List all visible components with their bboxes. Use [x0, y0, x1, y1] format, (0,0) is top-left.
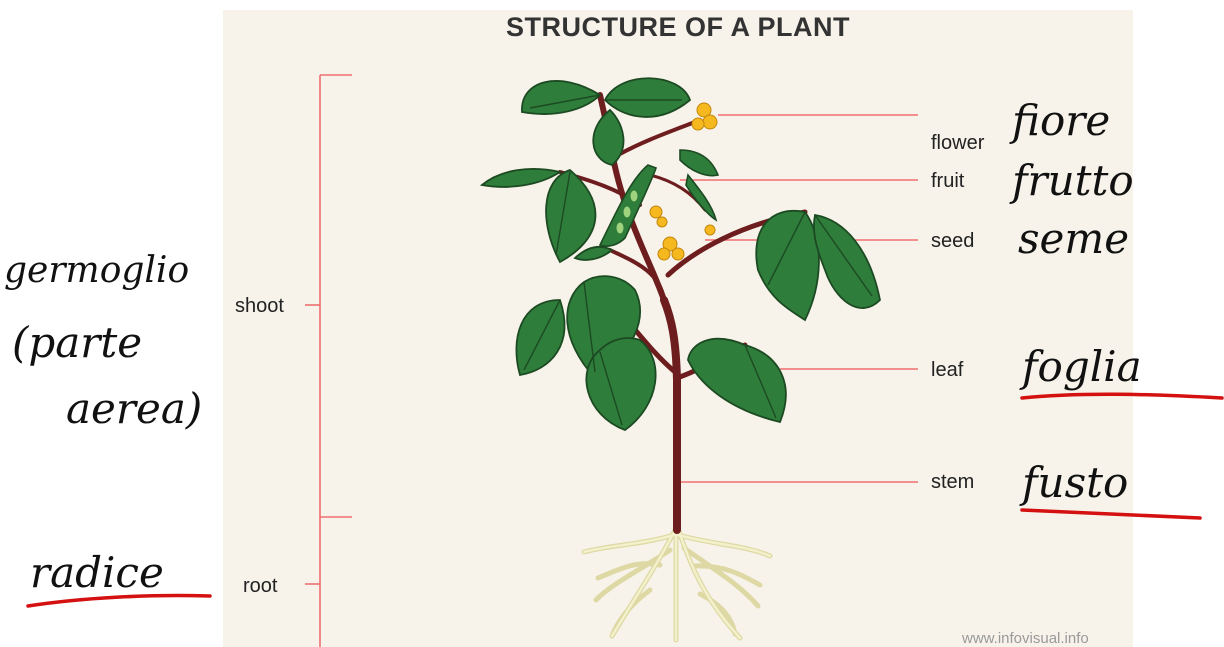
label-seed: seed: [931, 230, 974, 253]
label-stem: stem: [931, 471, 974, 494]
label-leaf: leaf: [931, 359, 963, 382]
handwritten-fiore: fiore: [1012, 96, 1110, 145]
label-flower: flower: [931, 132, 984, 155]
handwritten-parte: (parte: [12, 318, 142, 367]
label-shoot: shoot: [235, 295, 284, 318]
handwritten-seme: seme: [1018, 214, 1129, 263]
handwritten-frutto: frutto: [1012, 156, 1134, 205]
handwritten-fusto: fusto: [1022, 458, 1128, 507]
diagram-title: STRUCTURE OF A PLANT: [223, 12, 1133, 43]
handwritten-foglia: foglia: [1022, 342, 1142, 391]
handwritten-aerea: aerea): [66, 384, 202, 433]
handwritten-germoglio: germoglio: [4, 250, 189, 291]
label-root: root: [243, 575, 277, 598]
watermark: www.infovisual.info: [962, 630, 1089, 647]
label-fruit: fruit: [931, 170, 964, 193]
handwritten-radice: radice: [30, 548, 164, 597]
